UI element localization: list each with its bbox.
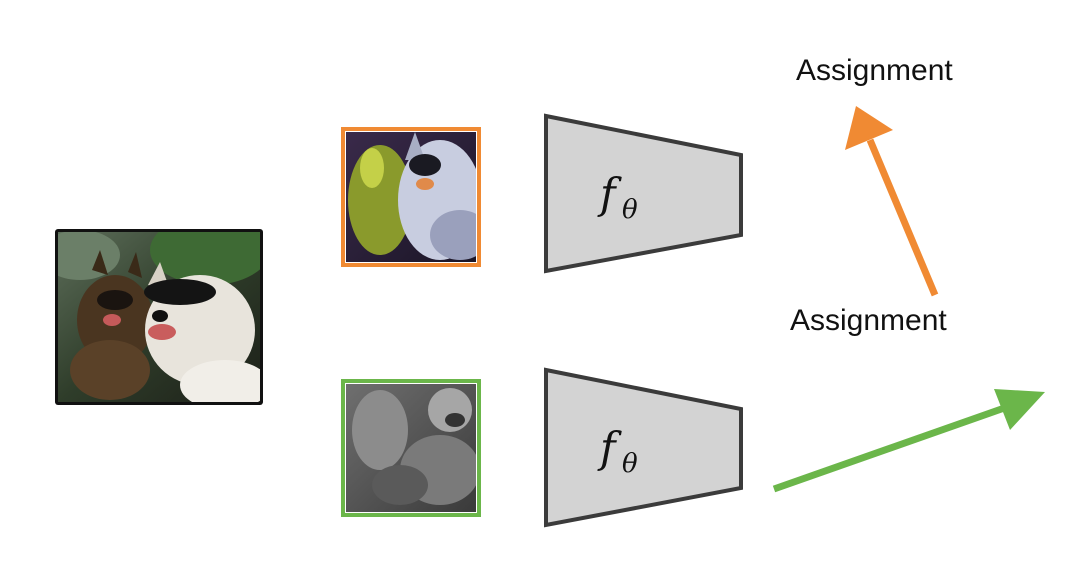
encoder-top-subscript: θ [622,195,638,225]
mid-assignment-label: Assignment [790,304,947,337]
dogs-crop-grayscale-icon [346,384,476,512]
encoder-bottom-subscript: θ [622,449,638,479]
dogs-crop-color-jitter-icon [346,132,476,262]
top-assignment-label: Assignment [796,54,953,87]
view-bottom [341,379,481,517]
dogs-photo-icon [58,232,260,402]
view-top-frame [341,127,481,267]
original-image [55,229,263,405]
orange-arrowhead [845,106,893,150]
encoder-bottom-trapezoid [544,367,743,528]
orange-arrow [845,106,939,297]
encoder-bottom: f θ [544,367,743,528]
encoder-top: f θ [544,113,743,274]
view-top [341,127,481,267]
green-arrow [772,389,1045,493]
encoder-top-trapezoid [544,113,743,274]
green-arrowhead [994,389,1045,430]
view-bottom-frame [341,379,481,517]
